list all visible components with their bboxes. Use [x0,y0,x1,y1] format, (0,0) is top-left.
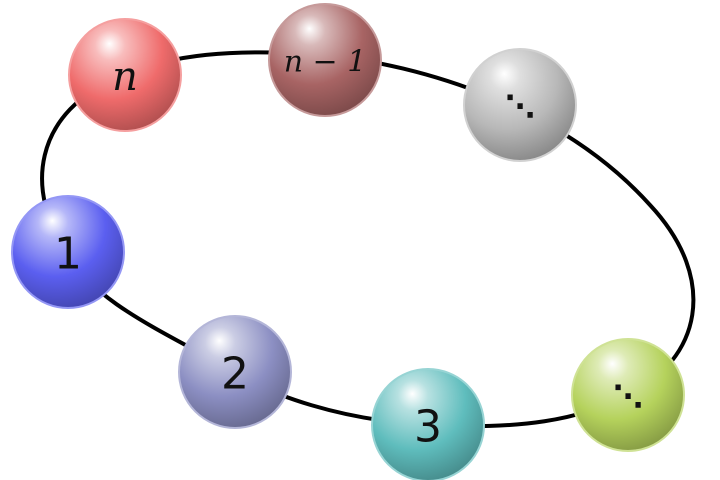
node-1: 1 [11,195,125,309]
node-3-ball [371,368,485,480]
node-n-ball [68,18,182,132]
node-dots-right-label: ⋱ [613,380,643,415]
node-3-label: 3 [414,402,442,453]
node-dots-right-ball [571,338,685,452]
node-1-ball [11,195,125,309]
node-2-ball [178,315,292,429]
node-3: 3 [371,368,485,480]
node-n-minus-1-label: n − 1 [284,45,367,80]
node-2-label: 2 [221,349,249,400]
node-1-label: 1 [54,229,82,280]
node-dots-top: ⋱ [463,48,577,162]
nodes-layer: 1 2 3 ⋱ ⋱ n − 1 n [11,3,685,480]
node-n-label: n [112,54,138,100]
node-n: n [68,18,182,132]
node-dots-top-ball [463,48,577,162]
node-dots-top-label: ⋱ [505,90,535,125]
node-n-minus-1: n − 1 [268,3,382,117]
node-n-minus-1-ball [268,3,382,117]
node-dots-right: ⋱ [571,338,685,452]
node-2: 2 [178,315,292,429]
